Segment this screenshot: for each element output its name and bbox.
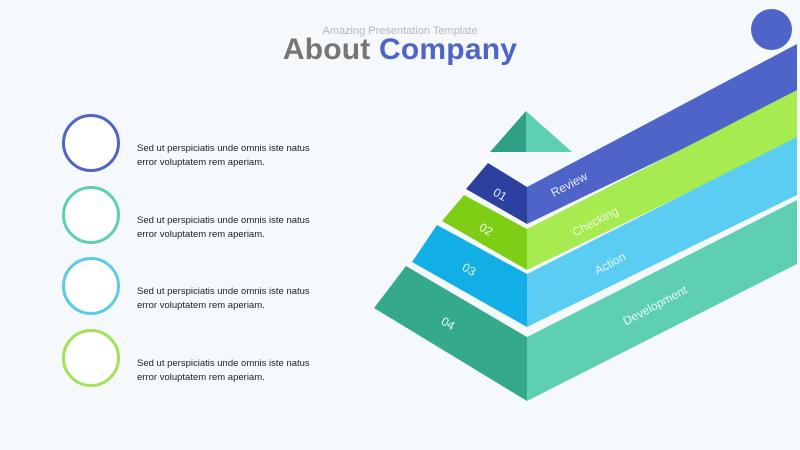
list-item-1: Insert Title Here Sed ut perspiciatis un… — [62, 114, 322, 174]
item-text-3: Sed ut perspiciatis unde omnis iste natu… — [137, 286, 310, 311]
ribbon-action — [527, 137, 797, 327]
item-circle-3 — [62, 257, 120, 315]
tier-front-4 — [374, 266, 527, 401]
tier-number-3: 03 — [460, 260, 479, 279]
list-item-2: Insert Title Here Sed ut perspiciatis un… — [62, 186, 322, 246]
tier-number-2: 02 — [477, 220, 496, 239]
tier-front-1 — [466, 163, 527, 224]
ribbon-review — [527, 44, 797, 224]
tier-number-1: 01 — [491, 185, 510, 204]
item-text-4: Sed ut perspiciatis unde omnis iste natu… — [137, 358, 310, 383]
item-heading-4: Insert Title Here — [137, 333, 228, 347]
item-text-2: Sed ut perspiciatis unde omnis iste natu… — [137, 215, 310, 240]
subtitle: Amazing Presentation Template — [322, 25, 478, 37]
item-circle-2 — [62, 186, 120, 244]
pyramid-apex-right — [526, 111, 572, 152]
page-title: About Company — [0, 33, 800, 67]
tier-number-4: 04 — [439, 314, 458, 333]
item-heading-1: Insert Title Here — [137, 118, 228, 132]
item-heading-2: Insert Title Here — [137, 190, 228, 204]
list-item-3: Insert Title Here Sed ut perspiciatis un… — [62, 257, 322, 317]
pyramid-apex-left — [490, 111, 526, 152]
tier-front-2 — [442, 195, 527, 270]
title-part-company: Company — [379, 33, 518, 66]
item-circle-1 — [62, 114, 120, 172]
tier-front-3 — [412, 225, 527, 327]
item-text-1: Sed ut perspiciatis unde omnis iste natu… — [137, 143, 310, 168]
item-circle-4 — [62, 329, 120, 387]
list-item-4: Insert Title Here Sed ut perspiciatis un… — [62, 329, 322, 389]
ribbon-checking — [527, 90, 797, 270]
ribbon-development — [527, 200, 797, 401]
title-part-about: About — [282, 33, 371, 66]
item-heading-3: Insert Title Here — [137, 261, 228, 275]
decorative-dot — [751, 9, 792, 50]
